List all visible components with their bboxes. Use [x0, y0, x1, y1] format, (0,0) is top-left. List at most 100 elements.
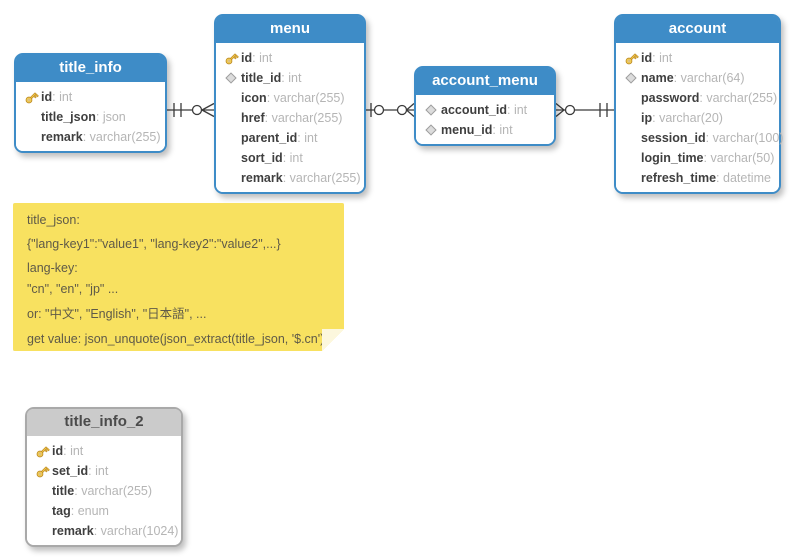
- relationship-menu-account_menu[interactable]: [366, 103, 415, 117]
- field-row[interactable]: refresh_timedatetime: [621, 168, 775, 188]
- table-fields: idint namevarchar(64) passwordvarchar(25…: [616, 43, 783, 192]
- foreign-key-diamond-icon: [621, 72, 641, 84]
- primary-key-icon: [621, 51, 641, 66]
- primary-key-icon: [21, 90, 41, 105]
- note-folded-corner: [322, 329, 344, 351]
- field-row[interactable]: idint: [221, 48, 360, 68]
- field-type: varchar(100): [706, 131, 784, 145]
- note-line: or: "中文", "English", "日本語", ...: [27, 307, 207, 321]
- note-line: lang-key:: [27, 261, 78, 275]
- field-row[interactable]: iconvarchar(255): [221, 88, 360, 108]
- field-row[interactable]: parent_idint: [221, 128, 360, 148]
- foreign-key-diamond-icon: [421, 104, 441, 116]
- field-name: name: [641, 71, 674, 85]
- field-type: int: [63, 444, 83, 458]
- field-type: varchar(255): [699, 91, 777, 105]
- field-type: int: [88, 464, 108, 478]
- field-type: datetime: [716, 171, 771, 185]
- field-name: sort_id: [241, 151, 283, 165]
- note-line: get value: json_unquote(json_extract(tit…: [27, 332, 325, 346]
- field-type: varchar(64): [674, 71, 745, 85]
- field-name: title: [52, 484, 75, 498]
- table-account_menu[interactable]: account_menu account_idint menu_idint: [414, 66, 556, 146]
- note-line: title_json:: [27, 213, 80, 227]
- field-type: varchar(20): [652, 111, 723, 125]
- field-name: id: [241, 51, 253, 65]
- field-name: title_json: [41, 110, 96, 124]
- field-name: menu_id: [441, 123, 493, 137]
- table-title[interactable]: account_menu: [416, 68, 554, 95]
- field-type: int: [281, 71, 301, 85]
- field-type: varchar(255): [265, 111, 343, 125]
- table-title[interactable]: title_info_2: [27, 409, 181, 436]
- field-name: account_id: [441, 103, 507, 117]
- table-fields: idint title_jsonjson remarkvarchar(255): [16, 82, 165, 151]
- table-title[interactable]: menu: [216, 16, 364, 43]
- field-row[interactable]: idint: [21, 87, 161, 107]
- sticky-note[interactable]: title_json: {"lang-key1":"value1", "lang…: [13, 203, 344, 351]
- field-name: refresh_time: [641, 171, 717, 185]
- field-row[interactable]: namevarchar(64): [621, 68, 775, 88]
- field-row[interactable]: set_idint: [32, 461, 177, 481]
- field-name: parent_id: [241, 131, 298, 145]
- note-line: "cn", "en", "jp" ...: [27, 282, 119, 296]
- field-name: password: [641, 91, 700, 105]
- field-row[interactable]: idint: [32, 441, 177, 461]
- primary-key-icon: [32, 464, 52, 479]
- relationship-account_menu-account[interactable]: [555, 102, 614, 118]
- field-row[interactable]: idint: [621, 48, 775, 68]
- field-type: int: [252, 51, 272, 65]
- foreign-key-diamond-icon: [221, 72, 241, 84]
- field-row[interactable]: session_idvarchar(100): [621, 128, 783, 148]
- primary-key-icon: [32, 444, 52, 459]
- field-row[interactable]: account_idint: [421, 100, 550, 120]
- table-fields: idint set_idint titlevarchar(255) tagenu…: [27, 436, 181, 545]
- field-type: varchar(255): [267, 91, 345, 105]
- field-type: int: [283, 151, 303, 165]
- field-name: href: [241, 111, 265, 125]
- field-row[interactable]: login_timevarchar(50): [621, 148, 775, 168]
- field-name: ip: [641, 111, 653, 125]
- field-row[interactable]: titlevarchar(255): [32, 481, 177, 501]
- field-type: varchar(255): [74, 484, 152, 498]
- field-name: id: [52, 444, 64, 458]
- field-row[interactable]: sort_idint: [221, 148, 360, 168]
- field-row[interactable]: title_idint: [221, 68, 360, 88]
- field-row[interactable]: remarkvarchar(255): [21, 127, 161, 147]
- field-name: id: [641, 51, 653, 65]
- field-name: set_id: [52, 464, 89, 478]
- table-account[interactable]: account idint namevarchar(64) passwordva…: [614, 14, 783, 194]
- table-fields: idint title_idint iconvarchar(255) hrefv…: [216, 43, 364, 192]
- field-type: json: [96, 110, 126, 124]
- field-name: id: [41, 90, 53, 104]
- table-menu[interactable]: menu idint title_idint iconvarchar(255) …: [214, 14, 366, 194]
- field-type: int: [652, 51, 672, 65]
- field-type: int: [507, 103, 527, 117]
- table-title[interactable]: account: [616, 16, 779, 43]
- field-name: icon: [241, 91, 267, 105]
- field-type: varchar(255): [83, 130, 161, 144]
- field-row[interactable]: hrefvarchar(255): [221, 108, 360, 128]
- field-name: title_id: [241, 71, 282, 85]
- field-name: remark: [52, 524, 94, 538]
- field-name: login_time: [641, 151, 704, 165]
- relationship-title_info-menu[interactable]: [167, 102, 215, 118]
- field-row[interactable]: remarkvarchar(1024): [32, 521, 179, 541]
- field-name: remark: [241, 171, 283, 185]
- field-type: varchar(1024): [94, 524, 179, 538]
- field-row[interactable]: menu_idint: [421, 120, 550, 140]
- field-row[interactable]: passwordvarchar(255): [621, 88, 777, 108]
- primary-key-icon: [221, 51, 241, 66]
- field-row[interactable]: tagenum: [32, 501, 177, 521]
- field-row[interactable]: title_jsonjson: [21, 107, 161, 127]
- note-line: {"lang-key1":"value1", "lang-key2":"valu…: [27, 237, 281, 251]
- table-title[interactable]: title_info: [16, 55, 165, 82]
- field-name: tag: [52, 504, 71, 518]
- table-title_info_2[interactable]: title_info_2 idint set_idint titlevarcha…: [25, 407, 183, 547]
- field-row[interactable]: remarkvarchar(255): [221, 168, 361, 188]
- table-fields: account_idint menu_idint: [416, 95, 554, 144]
- field-row[interactable]: ipvarchar(20): [621, 108, 775, 128]
- table-title_info[interactable]: title_info idint title_jsonjson remarkva…: [14, 53, 167, 153]
- field-type: int: [492, 123, 512, 137]
